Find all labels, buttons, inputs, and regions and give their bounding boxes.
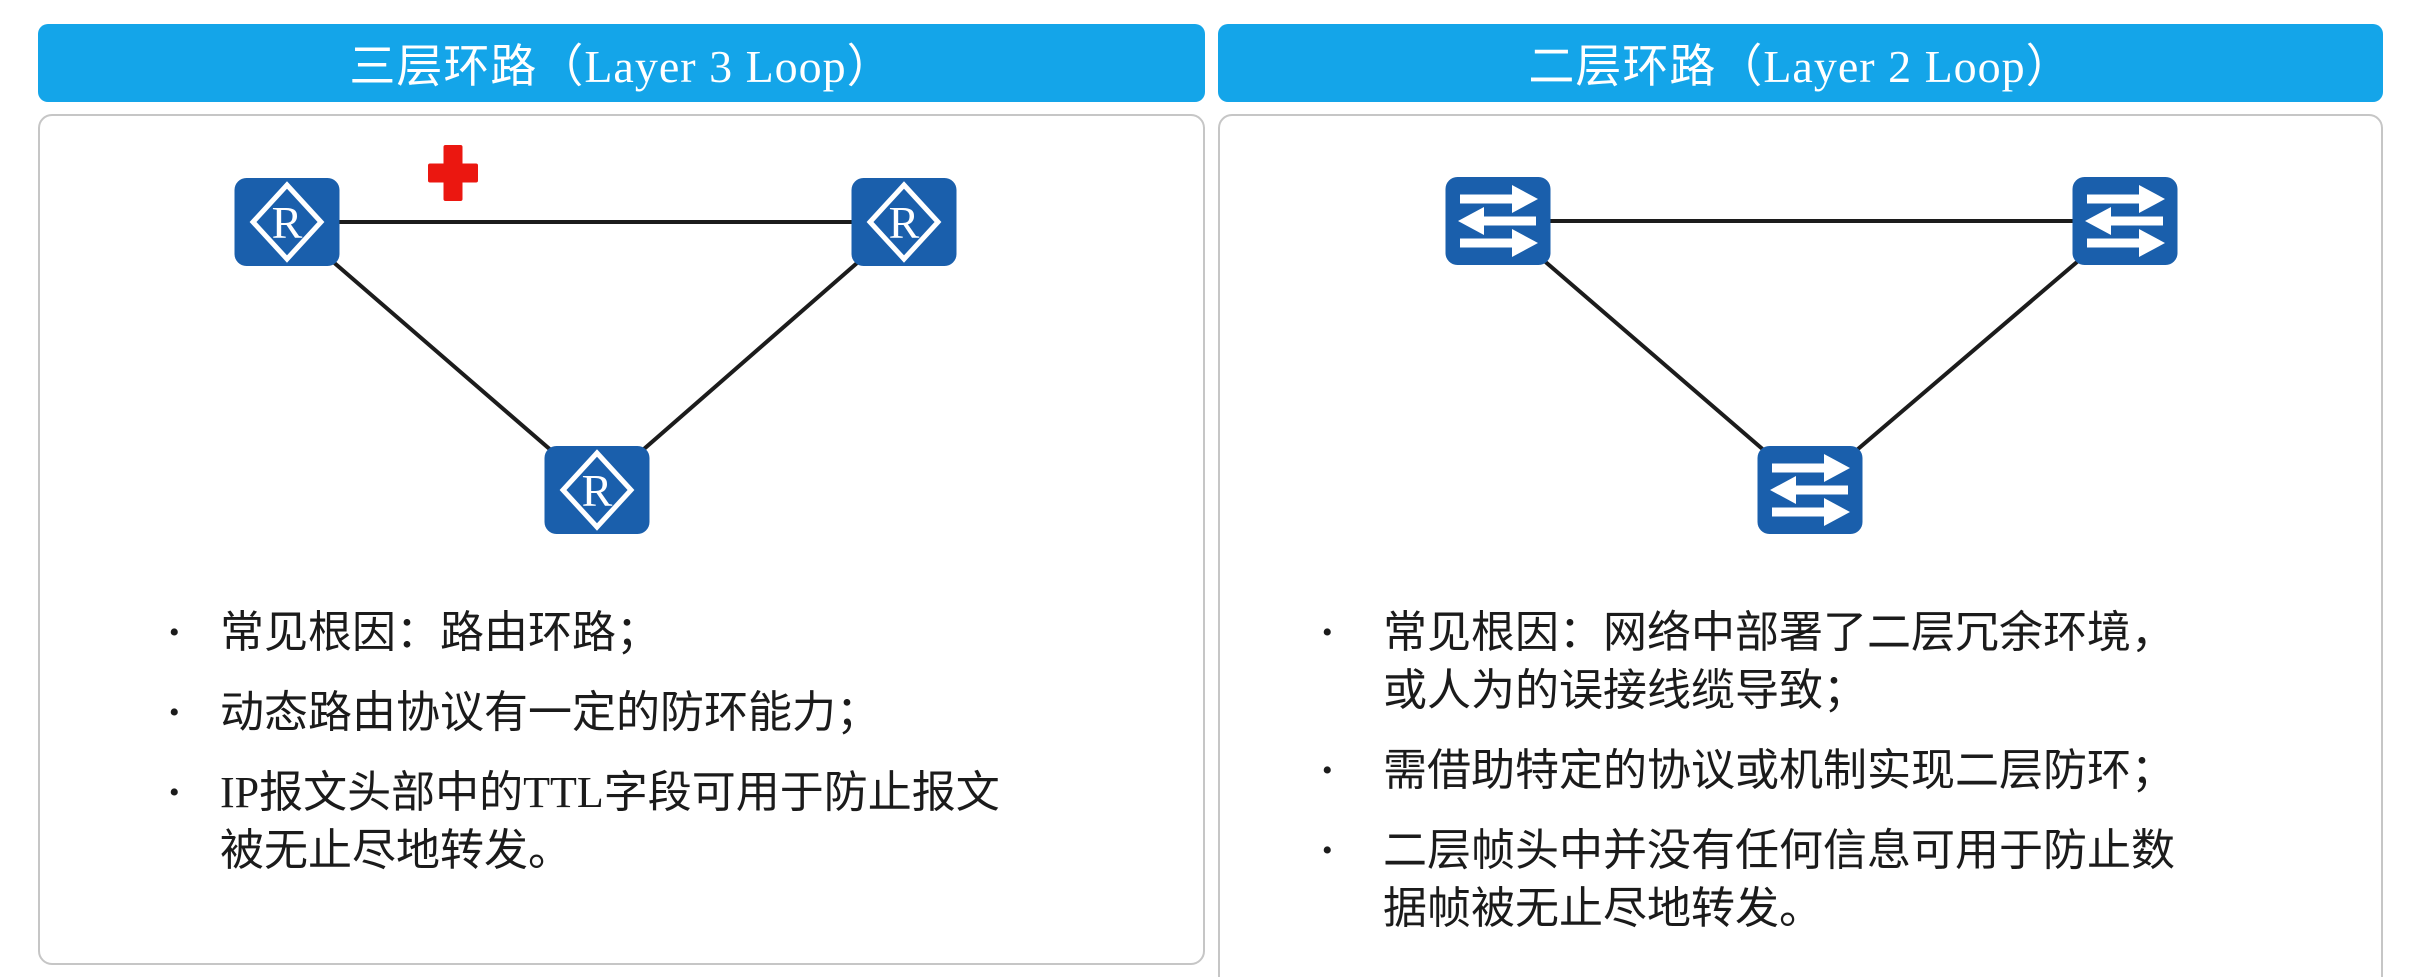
- bullet-line: 常见根因：网络中部署了二层冗余环境，: [1383, 608, 2175, 657]
- switch-arrows-icon: [2085, 185, 2165, 257]
- layer2-topology-diagram: [1445, 177, 2178, 534]
- list-item: • 常见根因：网络中部署了二层冗余环境， 或人为的误接线缆导致；: [1322, 604, 2322, 720]
- list-item: • 需借助特定的协议或机制实现二层防环；: [1322, 742, 2322, 800]
- layer3-topology-diagram: R R R: [234, 145, 957, 534]
- bullet-dot: •: [169, 776, 180, 809]
- bullet-text: 动态路由协议有一定的防环能力；: [220, 684, 1149, 742]
- layer3-bullet-list: • 常见根因：路由环路； • 动态路由协议有一定的防环能力； •: [169, 604, 1149, 902]
- bullet-text: 二层帧头中并没有任何信息可用于防止数 据帧被无止尽地转发。: [1383, 822, 2322, 938]
- bullet-dot: •: [1322, 834, 1333, 867]
- router-box: [234, 178, 340, 266]
- router-icon: R: [851, 178, 957, 266]
- bullet-line: 需借助特定的协议或机制实现二层防环；: [1383, 746, 2175, 795]
- bullet-text: 常见根因：网络中部署了二层冗余环境， 或人为的误接线缆导致；: [1383, 604, 2322, 720]
- bullet-line: 二层帧头中并没有任何信息可用于防止数: [1383, 826, 2175, 875]
- layer2-panel-header: 二层环路（Layer 2 Loop）: [1218, 24, 2383, 102]
- link-line: [1496, 219, 1812, 492]
- switch-icon: [2072, 177, 2178, 265]
- list-item: • 二层帧头中并没有任何信息可用于防止数 据帧被无止尽地转发。: [1322, 822, 2322, 938]
- switch-icon: [1445, 177, 1551, 265]
- router-label: R: [272, 197, 303, 248]
- bullet-dot: •: [169, 696, 180, 729]
- link-line: [1808, 219, 2127, 492]
- bullet-text: 需借助特定的协议或机制实现二层防环；: [1383, 742, 2322, 800]
- bullet-dot: •: [1322, 616, 1333, 649]
- bullet-line: 常见根因：路由环路；: [220, 608, 660, 657]
- router-icon: R: [544, 446, 650, 534]
- list-item: • 动态路由协议有一定的防环能力；: [169, 684, 1149, 742]
- error-cross-horizontal: [428, 163, 478, 183]
- router-diamond-icon: [866, 181, 942, 263]
- layer3-panel-header: 三层环路（Layer 3 Loop）: [38, 24, 1205, 102]
- bullet-text: 常见根因：路由环路；: [220, 604, 1149, 662]
- bullet-line: 或人为的误接线缆导致；: [1383, 666, 1867, 715]
- link-line: [285, 220, 599, 492]
- layer3-panel-card: R R R: [38, 114, 1205, 965]
- router-diamond-icon: [249, 181, 325, 263]
- list-item: • 常见根因：路由环路；: [169, 604, 1149, 662]
- router-diamond-icon: [559, 449, 635, 531]
- switch-icon: [1757, 446, 1863, 534]
- layer2-bullet-list: • 常见根因：网络中部署了二层冗余环境， 或人为的误接线缆导致； • 需借助特定…: [1322, 604, 2322, 960]
- bullet-dot: •: [1322, 754, 1333, 787]
- link-line: [595, 220, 906, 492]
- error-cross-icon: [428, 145, 478, 201]
- switch-arrows-icon: [1458, 185, 1538, 257]
- bullet-line: 动态路由协议有一定的防环能力；: [220, 688, 880, 737]
- bullet-line: 据帧被无止尽地转发。: [1383, 884, 1823, 933]
- bullet-dot: •: [169, 616, 180, 649]
- bullet-line: 被无止尽地转发。: [220, 826, 572, 875]
- bullet-text: IP报文头部中的TTL字段可用于防止报文 被无止尽地转发。: [220, 764, 1149, 880]
- router-box: [544, 446, 650, 534]
- layer2-panel-card: • 常见根因：网络中部署了二层冗余环境， 或人为的误接线缆导致； • 需借助特定…: [1218, 114, 2383, 977]
- router-box: [851, 178, 957, 266]
- bullet-line: IP报文头部中的TTL字段可用于防止报文: [220, 768, 1000, 817]
- switch-arrows-icon: [1770, 454, 1850, 526]
- layer3-panel-title: 三层环路（Layer 3 Loop）: [349, 41, 894, 92]
- layer2-panel-title: 二层环路（Layer 2 Loop）: [1528, 41, 2073, 92]
- router-label: R: [889, 197, 920, 248]
- router-icon: R: [234, 178, 340, 266]
- list-item: • IP报文头部中的TTL字段可用于防止报文 被无止尽地转发。: [169, 764, 1149, 880]
- router-label: R: [582, 465, 613, 516]
